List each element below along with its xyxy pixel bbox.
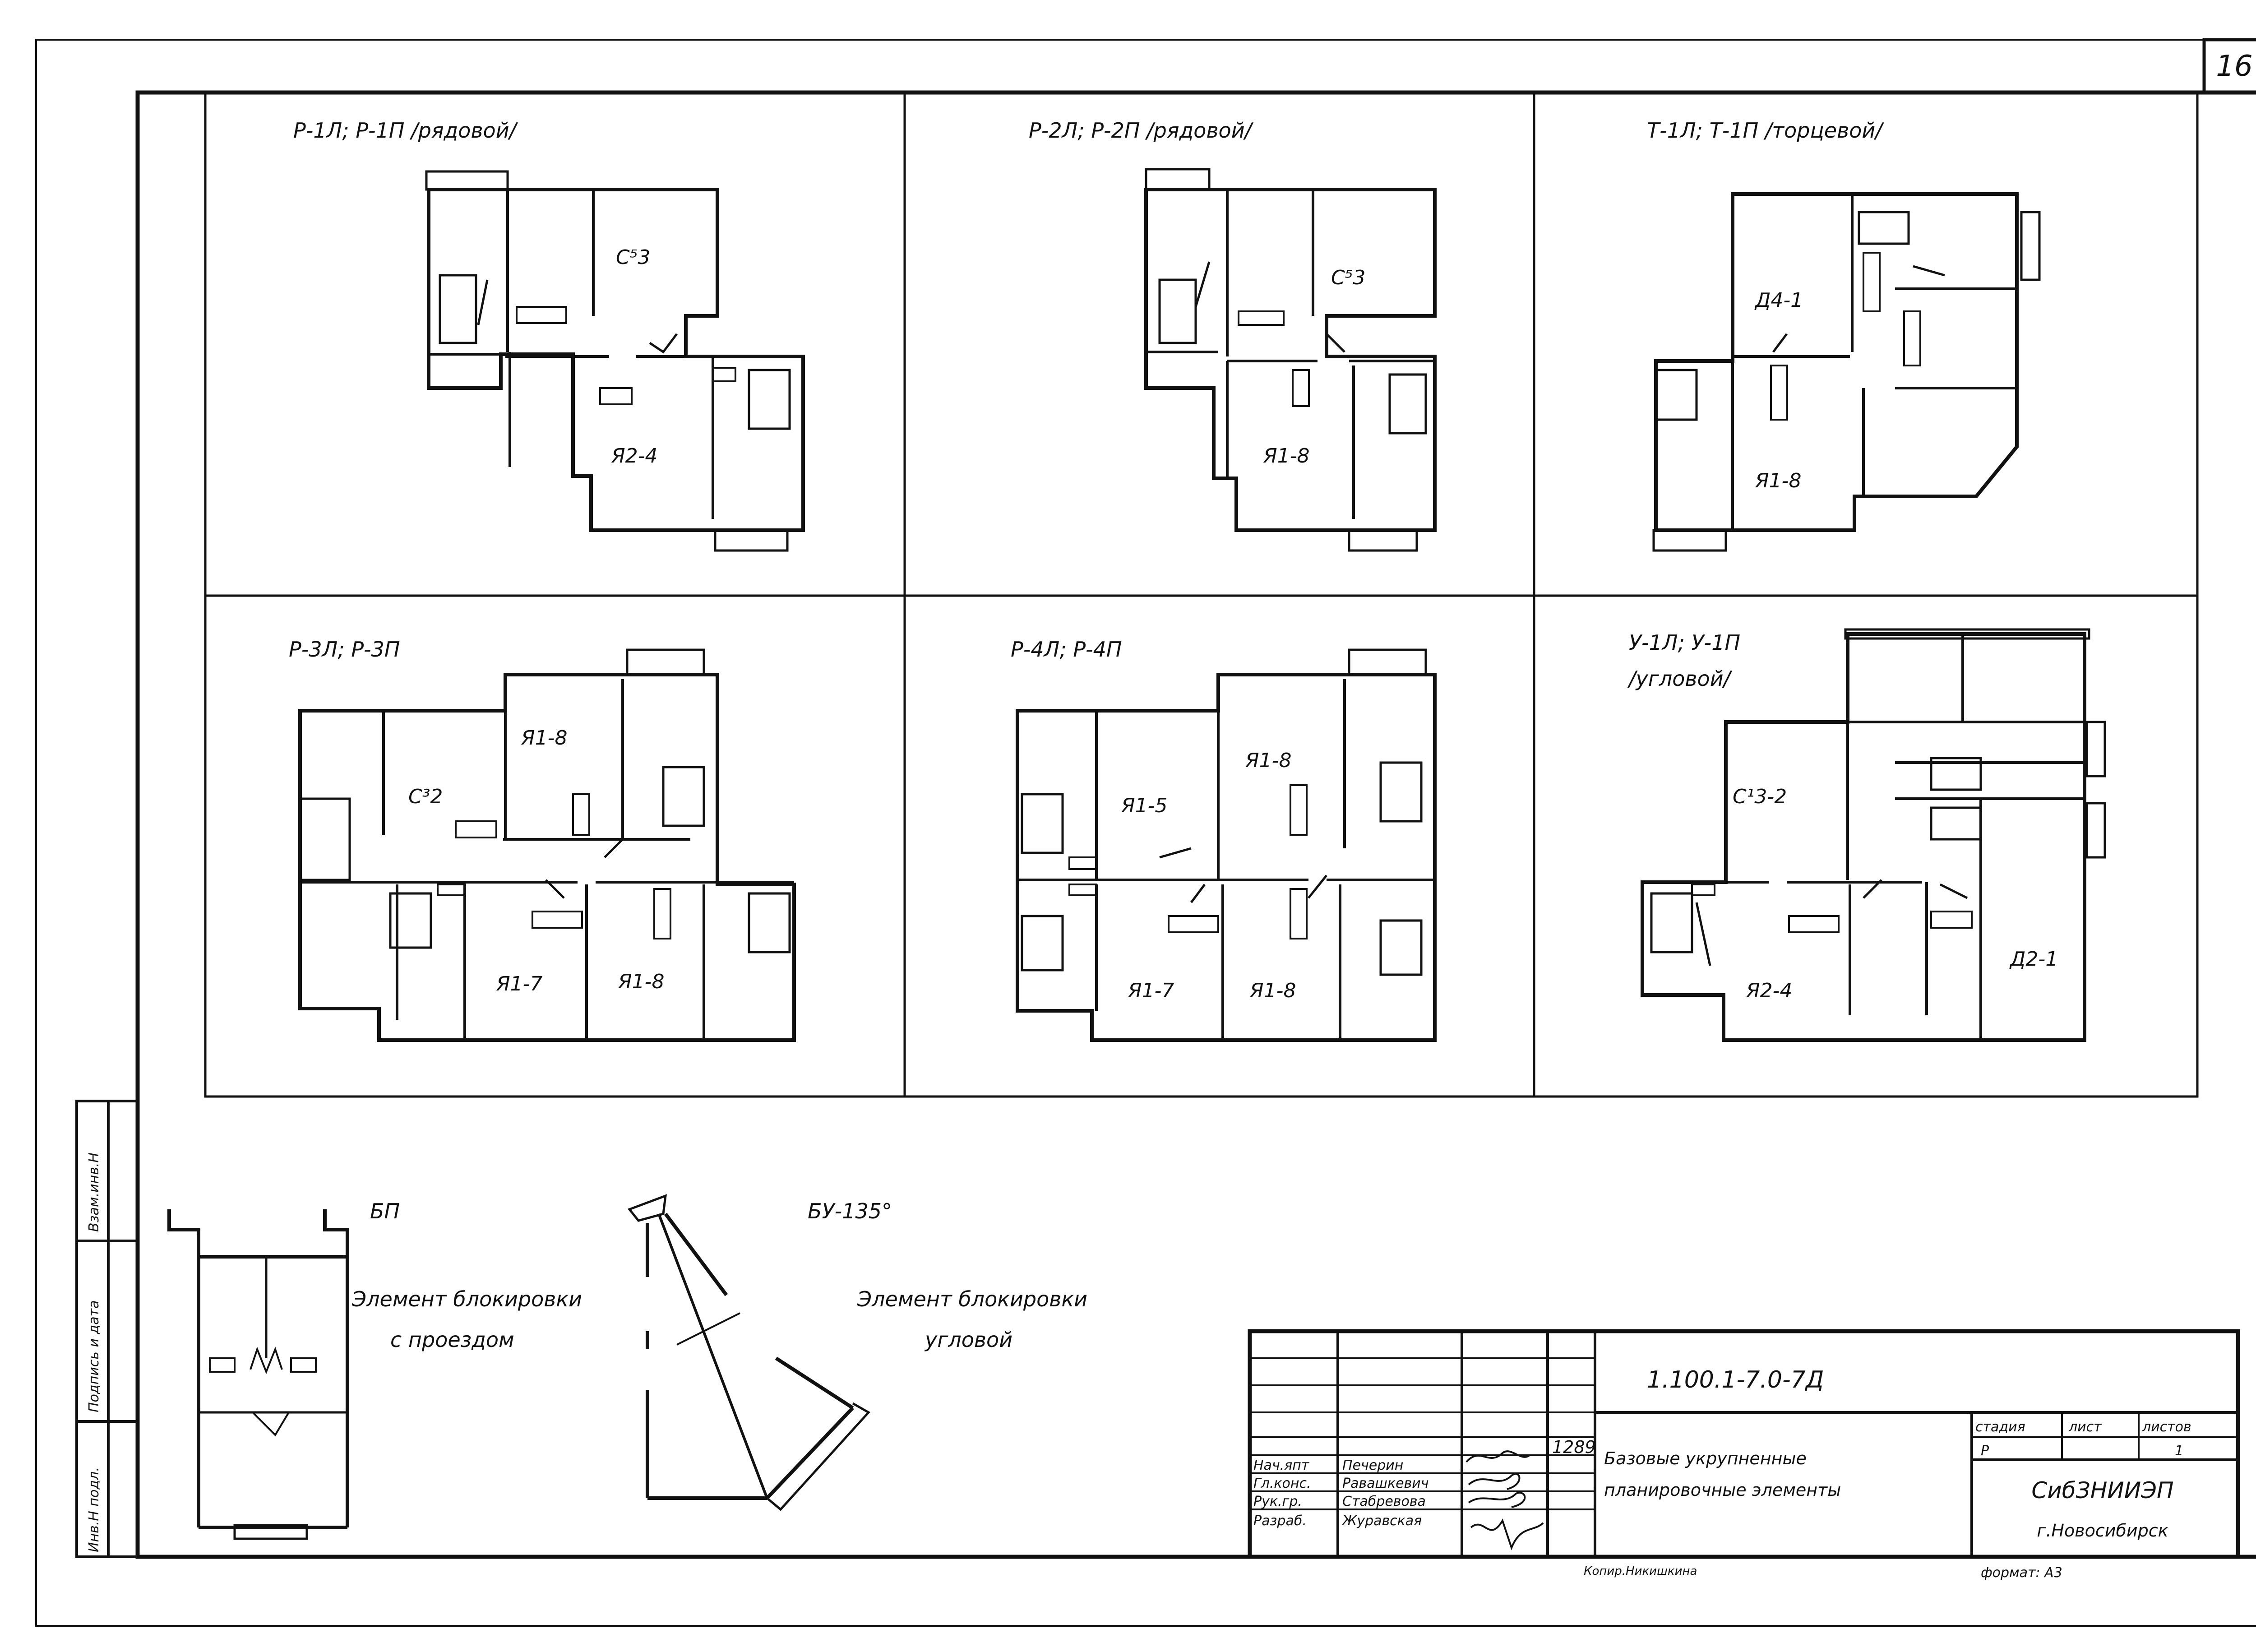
stage-header: стадия xyxy=(1975,1419,2025,1435)
sheet-format: формат: А3 xyxy=(1981,1565,2062,1581)
element-bu-drawing xyxy=(627,1194,870,1511)
room-label: Я1-8 xyxy=(521,727,567,750)
room-label: С¹3-2 xyxy=(1733,785,1787,808)
room-label: Я1-8 xyxy=(1245,749,1291,772)
sheet-number: 16 xyxy=(2216,50,2252,83)
plan-title: Р-4Л; Р-4П xyxy=(1011,637,1122,662)
person-name: Журавская xyxy=(1341,1513,1422,1529)
plan-title: Т-1Л; Т-1П /торцевой/ xyxy=(1647,118,1884,143)
element-caption: угловой xyxy=(924,1328,1012,1352)
element-bp-drawing xyxy=(167,1209,349,1540)
plans-grid xyxy=(204,91,2199,1098)
element-code: БУ-135° xyxy=(808,1199,892,1223)
city: г.Новосибирск xyxy=(2037,1521,2168,1541)
doc-title-line1: Базовые укрупненные xyxy=(1604,1448,1807,1468)
person-name: Стабревова xyxy=(1342,1494,1426,1509)
plan-u1 xyxy=(1641,628,2106,1042)
room-label: Д2-1 xyxy=(2009,948,2058,971)
room-label: Д4-1 xyxy=(1754,289,1803,312)
role-label: Гл.конс. xyxy=(1253,1476,1311,1491)
role-label: Нач.япт xyxy=(1253,1458,1310,1473)
sheet-header: лист xyxy=(2068,1419,2102,1435)
room-label: Я2-4 xyxy=(611,444,657,467)
plan-title: Р-3Л; Р-3П xyxy=(289,637,400,662)
doc-code: 1.100.1-7.0-7Д xyxy=(1647,1366,1824,1393)
room-label: Я1-5 xyxy=(1121,794,1167,817)
room-label: Я1-8 xyxy=(1249,979,1296,1002)
side-stamp xyxy=(75,1100,139,1558)
plan-title: Р-1Л; Р-1П /рядовой/ xyxy=(293,118,518,143)
room-label: Я1-8 xyxy=(1755,469,1801,492)
room-label: Я2-4 xyxy=(1746,979,1792,1002)
element-caption: с проездом xyxy=(390,1328,514,1352)
signatures xyxy=(1465,1450,1544,1550)
room-label: С⁵3 xyxy=(1331,266,1365,289)
plan-t1 xyxy=(1652,192,2041,552)
room-label: Я1-7 xyxy=(496,972,542,995)
element-caption: Элемент блокировки xyxy=(857,1287,1087,1311)
side-stamp-inv: Инв.Н подл. xyxy=(86,1467,102,1552)
sheet-number-box: 16 xyxy=(2202,38,2256,95)
room-label: Я1-7 xyxy=(1128,979,1174,1002)
room-label: Я1-8 xyxy=(1263,444,1309,467)
side-stamp-replace: Взам.инв.Н xyxy=(86,1152,102,1232)
room-label: С³2 xyxy=(408,785,443,808)
side-stamp-sign: Подпись и дата xyxy=(86,1300,102,1413)
copied-by: Копир.Никишкина xyxy=(1584,1564,1697,1578)
organization: СибЗНИИЭП xyxy=(2031,1477,2173,1504)
role-label: Разраб. xyxy=(1253,1513,1307,1529)
plan-title: У-1Л; У-1П xyxy=(1629,630,1740,655)
plan-r2 xyxy=(1144,168,1437,552)
stage-value: Р xyxy=(1981,1443,1989,1459)
plan-subtitle: /угловой/ xyxy=(1627,666,1733,691)
person-name: Печерин xyxy=(1342,1458,1403,1473)
sheets-header: листов xyxy=(2142,1419,2191,1435)
plan-title: Р-2Л; Р-2П /рядовой/ xyxy=(1029,118,1254,143)
plan-r4 xyxy=(1016,648,1437,1042)
room-label: С⁵3 xyxy=(616,246,650,269)
element-code: БП xyxy=(370,1199,400,1223)
plan-r1 xyxy=(425,170,805,552)
plan-r3 xyxy=(298,648,796,1042)
title-block xyxy=(1248,1329,2240,1559)
person-name: Равашкевич xyxy=(1342,1476,1428,1491)
sheets-count: 1 xyxy=(2175,1443,2183,1459)
doc-date: 1289 xyxy=(1552,1437,1596,1457)
doc-title-line2: планировочные элементы xyxy=(1604,1480,1841,1500)
role-label: Рук.гр. xyxy=(1253,1494,1302,1509)
room-label: Я1-8 xyxy=(618,970,664,993)
element-caption: Элемент блокировки xyxy=(351,1287,582,1311)
